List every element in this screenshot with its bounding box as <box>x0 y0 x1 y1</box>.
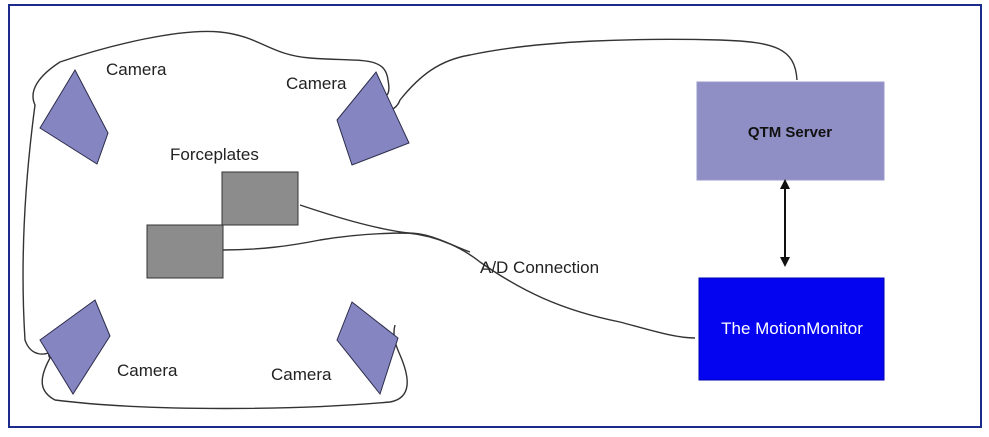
camera-bottom-left-icon <box>39 299 111 395</box>
forceplate-upper <box>221 171 299 226</box>
qtm-server-box <box>696 81 885 181</box>
camera-bottom-right-label: Camera <box>271 365 332 384</box>
motion-monitor-box <box>698 277 885 381</box>
camera-top-right-label: Camera <box>286 74 347 93</box>
ad-connection-cable <box>221 204 696 339</box>
camera-top-right-icon <box>336 71 410 166</box>
forceplates-label: Forceplates <box>170 145 259 164</box>
forceplate-lower <box>146 224 224 279</box>
camera-top-left-icon <box>39 68 109 165</box>
motion-monitor-label: The MotionMonitor <box>721 319 863 338</box>
camera-top-left-label: Camera <box>106 60 167 79</box>
camera-bottom-left-label: Camera <box>117 361 178 380</box>
qtm-server-label: QTM Server <box>748 124 832 141</box>
camera-bottom-right-icon <box>336 301 399 396</box>
ad-connection-label: A/D Connection <box>480 258 599 277</box>
